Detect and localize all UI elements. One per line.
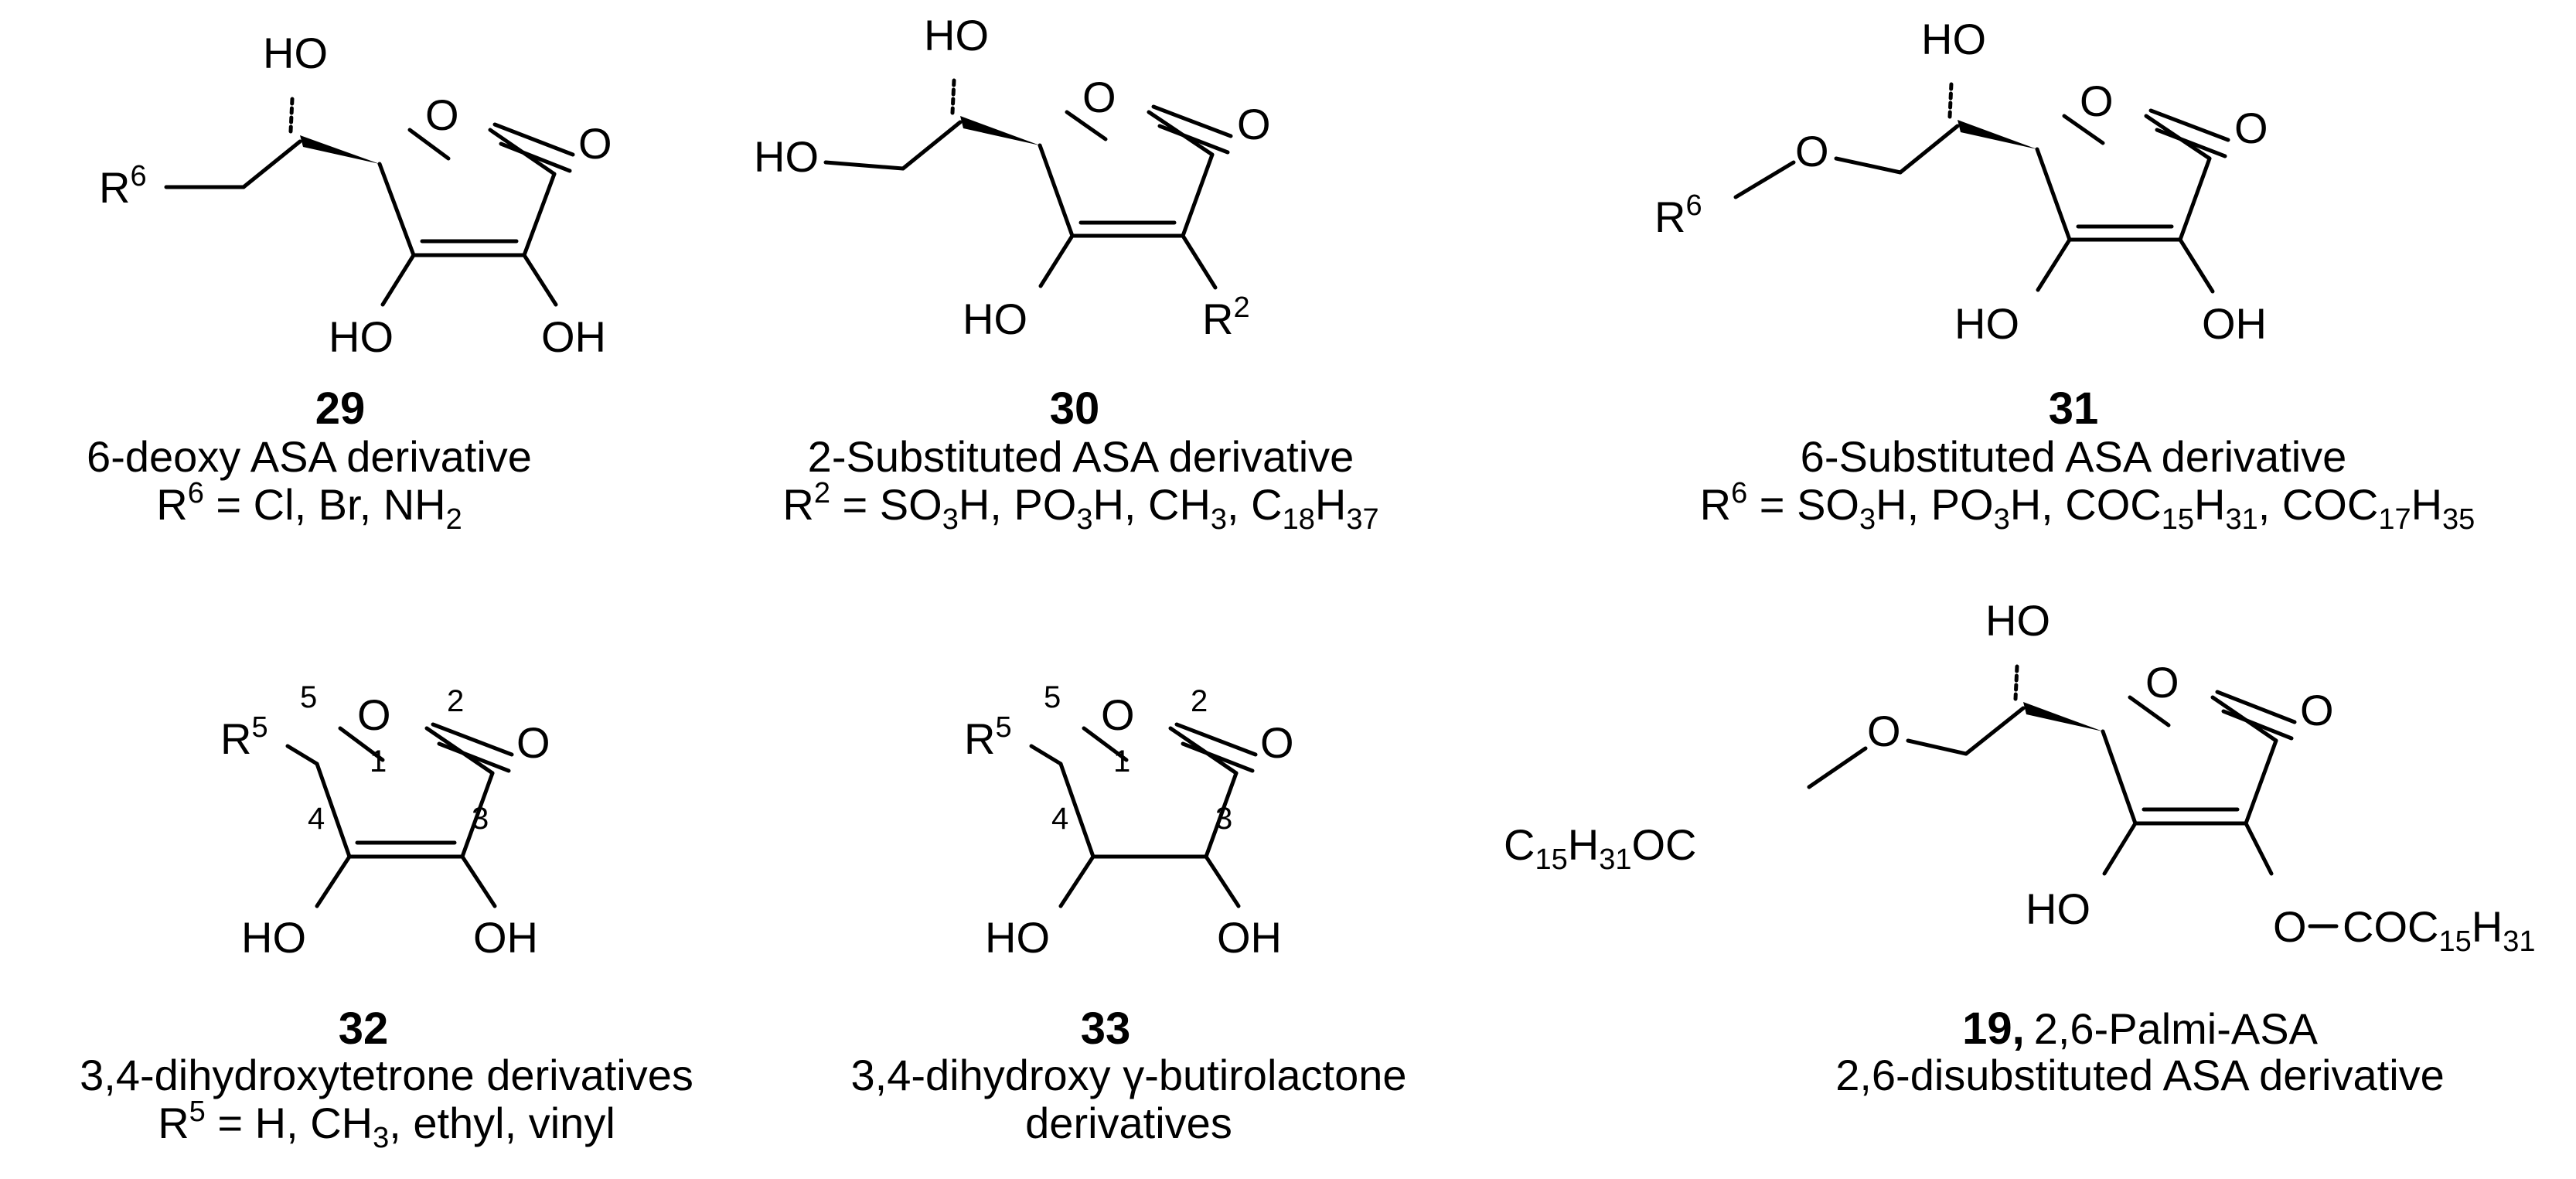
- atom-30-o-carbonyl: O: [1237, 100, 1271, 148]
- compound-name-33: 3,4-dihydroxy γ-butirolactone: [850, 1051, 1406, 1099]
- atom-31-o-ether: O: [1795, 127, 1829, 175]
- atom-29-r: R6: [99, 160, 147, 212]
- compound-substituent-30: R2 = SO3H, PO3H, CH3, C18H37: [782, 477, 1378, 536]
- atom-31-o-carbonyl: O: [2234, 104, 2268, 152]
- atom-31-o-ring: O: [2080, 77, 2114, 125]
- compound-name-31: 6-Substituted ASA derivative: [1801, 432, 2347, 481]
- atom-29-ho-left: HO: [329, 312, 394, 361]
- atom-19-o-ester: O: [2273, 902, 2307, 951]
- compound-title-19: 19,2,6-Palmi-ASA: [1962, 1004, 2319, 1054]
- ring-number-32-2: 2: [447, 684, 464, 718]
- atom-33-oh-right: OH: [1217, 913, 1282, 962]
- atom-32-o-carbonyl: O: [516, 718, 550, 767]
- ring-number-33-3: 3: [1215, 802, 1232, 836]
- ring-number-32-5: 5: [300, 680, 317, 714]
- ring-number-33-5: 5: [1044, 680, 1061, 714]
- atom-19-acyl-right: COC15H31: [2343, 902, 2535, 958]
- atom-32-oh-right: OH: [473, 913, 538, 962]
- compound-name-29: 6-deoxy ASA derivative: [87, 432, 532, 481]
- compound-name-30: 2-Substituted ASA derivative: [808, 432, 1354, 481]
- atom-19-ho-top: HO: [1985, 596, 2050, 645]
- atom-19-o-carbonyl: O: [2300, 686, 2334, 734]
- atom-30-ho-left: HO: [963, 295, 1027, 343]
- structure-29: HO O O HO OH R6 29 6-deoxy ASA derivativ…: [87, 29, 612, 536]
- compound-substituent-32: R5 = H, CH3, ethyl, vinyl: [158, 1096, 615, 1154]
- atom-32-o-ring: O: [357, 690, 391, 739]
- ring-number-32-4: 4: [308, 802, 325, 836]
- atom-19-ho-left: HO: [2026, 884, 2090, 933]
- compound-description-19: 2,6-disubstituted ASA derivative: [1835, 1051, 2445, 1099]
- ring-number-33-4: 4: [1051, 802, 1068, 836]
- atom-30-ho-top: HO: [924, 11, 989, 60]
- atom-31-ho-top: HO: [1921, 15, 1986, 63]
- ring-number-33-2: 2: [1191, 684, 1208, 718]
- atom-33-o-ring: O: [1101, 690, 1135, 739]
- atom-19-acyl-left: C15H31OC: [1504, 820, 1696, 876]
- atom-29-o-ring: O: [425, 90, 459, 139]
- compound-id-29: 29: [315, 383, 366, 434]
- atom-33-r: R5: [964, 711, 1012, 763]
- atom-29-oh-right: OH: [541, 312, 606, 361]
- structure-33: O O HO OH R5 5 1 2 4 3 33 3,4-dihydroxy …: [850, 680, 1406, 1147]
- compound-name-32: 3,4-dihydroxytetrone derivatives: [80, 1051, 693, 1099]
- atom-30-r: R2: [1202, 291, 1250, 343]
- atom-31-r: R6: [1654, 189, 1702, 241]
- atom-31-ho-left: HO: [1954, 299, 2019, 348]
- structure-32: O O HO OH R5 5 1 2 4 3 32 3,4-dihydroxyt…: [80, 680, 693, 1154]
- atom-33-o-carbonyl: O: [1260, 718, 1294, 767]
- atom-30-o-ring: O: [1082, 73, 1116, 121]
- atom-29-o-carbonyl: O: [578, 119, 612, 168]
- atom-33-ho-left: HO: [985, 913, 1050, 962]
- compound-id-31: 31: [2049, 383, 2099, 434]
- compound-id-32: 32: [339, 1004, 389, 1054]
- atom-32-r: R5: [220, 711, 268, 763]
- compound-substituent-31: R6 = SO3H, PO3H, COC15H31, COC17H35: [1700, 477, 2475, 536]
- compound-name-33-line2: derivatives: [1025, 1099, 1232, 1147]
- atom-19-o-ether: O: [1867, 707, 1901, 755]
- ring-number-32-1: 1: [370, 745, 387, 779]
- ring-number-32-3: 3: [472, 802, 489, 836]
- structure-30: HO HO O O HO R2 30 2-Substituted ASA der…: [754, 11, 1379, 536]
- atom-29-ho-top: HO: [263, 29, 328, 77]
- atom-31-oh-right: OH: [2202, 299, 2267, 348]
- compound-id-33: 33: [1081, 1004, 1131, 1054]
- compound-substituent-29: R6 = Cl, Br, NH2: [156, 477, 462, 536]
- ring-number-33-1: 1: [1113, 745, 1130, 779]
- compound-id-30: 30: [1050, 383, 1100, 434]
- atom-30-ho-side: HO: [754, 132, 819, 181]
- structure-19: HO O O O HO O C15H31OC COC15H31 19,2,6-P…: [1504, 596, 2535, 1099]
- structure-31: HO O O O HO OH R6 31 6-Substituted ASA d…: [1654, 15, 2475, 536]
- atom-19-o-ring: O: [2145, 658, 2179, 707]
- atom-32-ho-left: HO: [241, 913, 306, 962]
